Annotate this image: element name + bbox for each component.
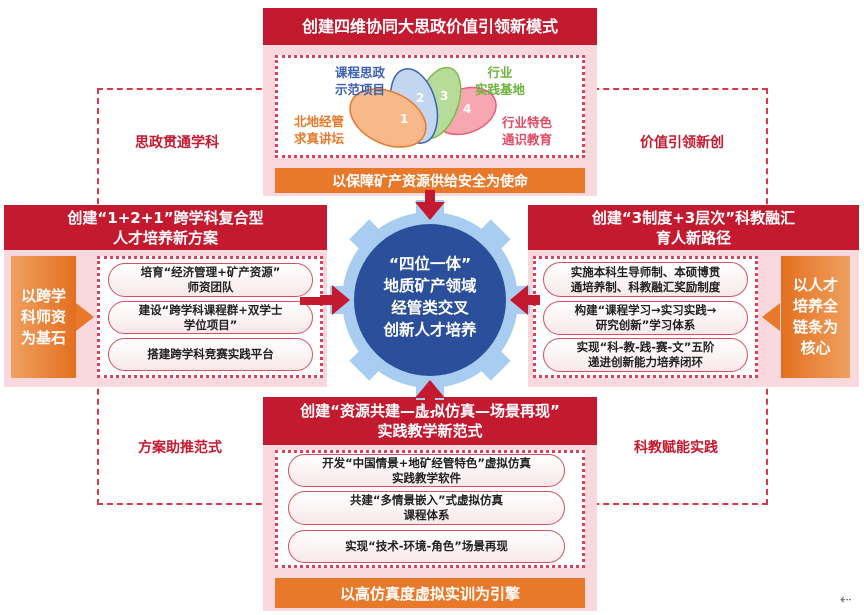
center-circle [354, 224, 506, 376]
right-title: 创建“3制度+3层次”科教融汇育人新路径 [528, 205, 859, 250]
left-connector [300, 297, 330, 305]
right-core-box: 以人才培养全链条为核心 [781, 256, 850, 378]
label-bottom-left: 方案助推范式 [138, 440, 222, 456]
back-arrow-icon[interactable]: ⇠ [840, 592, 852, 608]
petal-graphic: 1 2 3 4 [349, 66, 497, 148]
right-item-3: 实现“科-教-践-赛-文”五阶递进创新能力培养闭环 [543, 338, 748, 372]
bottom-item-2: 共建“多情景嵌入”式虚拟仿真课程体系 [288, 491, 565, 525]
left-item-1: 培育“经济管理+矿产资源”师资团队 [108, 263, 313, 297]
petal-label-2: 课程思政示范项目 [335, 65, 386, 97]
bottom-item-3: 实现“技术-环境-角色”场景再现 [288, 530, 565, 563]
top-petal-box: 1 2 3 4 北地经管求真讲坛 课程思政示范项目 行业实践基地 行业特色通识教… [275, 55, 585, 158]
left-arrow-icon [76, 303, 94, 331]
center-gear [320, 190, 540, 410]
petal-label-4: 行业特色通识教育 [502, 115, 553, 147]
engine-bar: 以高仿真度虚拟实训为引擎 [275, 578, 585, 608]
petal-label-1: 北地经管求真讲坛 [294, 114, 345, 146]
right-item-2: 构建“课程学习→实习实践→研究创新”学习体系 [543, 301, 748, 335]
bottom-item-1: 开发“中国情景+地矿经管特色”虚拟仿真实践教学软件 [288, 454, 565, 487]
petal-label-3: 行业实践基地 [475, 65, 526, 97]
left-item-3: 搭建跨学科竞赛实践平台 [108, 338, 313, 371]
petal-num-3: 3 [440, 89, 448, 103]
petal-num-4: 4 [463, 102, 471, 116]
petal-num-1: 1 [400, 112, 408, 126]
label-top-right: 价值引领新创 [640, 135, 724, 151]
center-text: “四位一体”地质矿产领域经管类交叉创新人才培养 [383, 255, 477, 339]
right-item-1: 实施本科生导师制、本硕博贯通培养制、科教融汇奖励制度 [543, 262, 748, 297]
left-item-2: 建设“跨学科课程群+双学士学位项目” [108, 301, 313, 334]
left-title: 创建“1+2+1”跨学科复合型人才培养新方案 [4, 205, 327, 250]
right-arrow-icon [762, 303, 780, 331]
left-base-box: 以跨学科师资为基石 [11, 256, 76, 378]
mission-bar: 以保障矿产资源供给安全为使命 [275, 168, 585, 193]
label-bottom-right: 科教赋能实践 [634, 440, 718, 456]
right-connector [530, 297, 540, 305]
top-title: 创建四维协同大思政价值引领新模式 [263, 8, 597, 45]
label-top-left: 思政贯通学科 [135, 135, 219, 151]
petal-num-2: 2 [416, 91, 424, 105]
